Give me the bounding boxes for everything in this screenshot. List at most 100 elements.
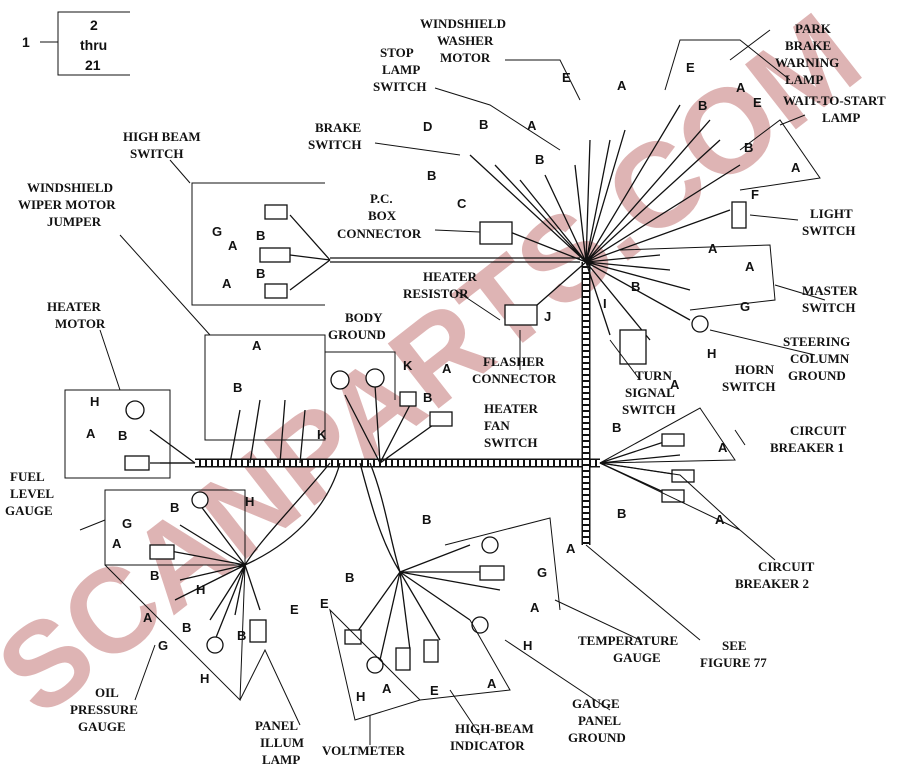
callout-letter: B — [535, 152, 544, 167]
callout-letter: E — [320, 596, 329, 611]
callout-letter: A — [228, 238, 238, 253]
legend-bracket: 1 2 thru 21 — [22, 11, 130, 76]
callout-letter: E — [686, 60, 695, 75]
callout-letter: K — [317, 427, 327, 442]
callout-letter: A — [530, 600, 540, 615]
callout-letter: H — [90, 394, 99, 409]
callout-letter: A — [442, 361, 452, 376]
callout-letter: B — [118, 428, 127, 443]
callout-letter: B — [170, 500, 179, 515]
callout-letter: A — [708, 241, 718, 256]
legend-line3: 21 — [85, 57, 101, 73]
callout-letter: K — [403, 358, 413, 373]
callout-letter: B — [427, 168, 436, 183]
callout-letter: A — [745, 259, 755, 274]
callout-letter: B — [345, 570, 354, 585]
callout-letter: A — [86, 426, 96, 441]
gauge-branches — [149, 462, 701, 674]
callout-letter: A — [487, 676, 497, 691]
leader-lines — [79, 29, 826, 745]
high-beam-switch-connectors — [259, 204, 331, 299]
callout-letter: G — [158, 638, 168, 653]
callout-letter: A — [736, 80, 746, 95]
callout-letter: B — [423, 390, 432, 405]
callout-letter: D — [423, 119, 432, 134]
callout-letter: A — [670, 377, 680, 392]
callout-letter: E — [753, 95, 762, 110]
callout-letter: C — [457, 196, 467, 211]
callout-letter: H — [356, 689, 365, 704]
callout-letter: A — [617, 78, 627, 93]
callout-letter: E — [290, 602, 299, 617]
callout-letter: A — [252, 338, 262, 353]
legend-line2: thru — [80, 37, 107, 53]
callout-letter: G — [122, 516, 132, 531]
callout-letter: A — [527, 118, 537, 133]
callout-letter: I — [603, 296, 607, 311]
callout-letter: H — [523, 638, 532, 653]
callout-letter: A — [112, 536, 122, 551]
callout-letter: B — [256, 228, 265, 243]
callout-letter: A — [718, 440, 728, 455]
callout-letter: B — [698, 98, 707, 113]
callout-letter: A — [791, 160, 801, 175]
callout-letter: A — [566, 541, 576, 556]
callout-letter: B — [617, 506, 626, 521]
callout-letter: B — [182, 620, 191, 635]
callout-letter: A — [382, 681, 392, 696]
callout-letter: G — [537, 565, 547, 580]
callout-letter: E — [562, 70, 571, 85]
upper-hub-wires — [469, 104, 747, 365]
callout-letter: B — [233, 380, 242, 395]
callout-letter: A — [222, 276, 232, 291]
callout-letter: B — [422, 512, 431, 527]
callout-letter: G — [212, 224, 222, 239]
callout-letter: A — [143, 610, 153, 625]
legend-index: 1 — [22, 34, 30, 50]
callout-letter: B — [612, 420, 621, 435]
circuit-breaker-wires — [599, 433, 695, 503]
callout-letter: H — [707, 346, 716, 361]
callout-letter: G — [740, 299, 750, 314]
callout-letter: F — [751, 187, 759, 202]
callout-letter: A — [715, 512, 725, 527]
callout-letter: J — [544, 309, 551, 324]
callout-letter: B — [744, 140, 753, 155]
left-trunk-connectors — [124, 368, 453, 471]
callout-letter: B — [479, 117, 488, 132]
callout-letter: B — [631, 279, 640, 294]
connector-callouts: E A E A B E B A D B A B B C F A B G I J … — [86, 60, 801, 704]
main-harness — [160, 257, 600, 545]
callout-letter: B — [150, 568, 159, 583]
callout-letter: E — [430, 683, 439, 698]
callout-letter: H — [196, 582, 205, 597]
label-voltmeter: VOLTMETER — [322, 743, 406, 758]
